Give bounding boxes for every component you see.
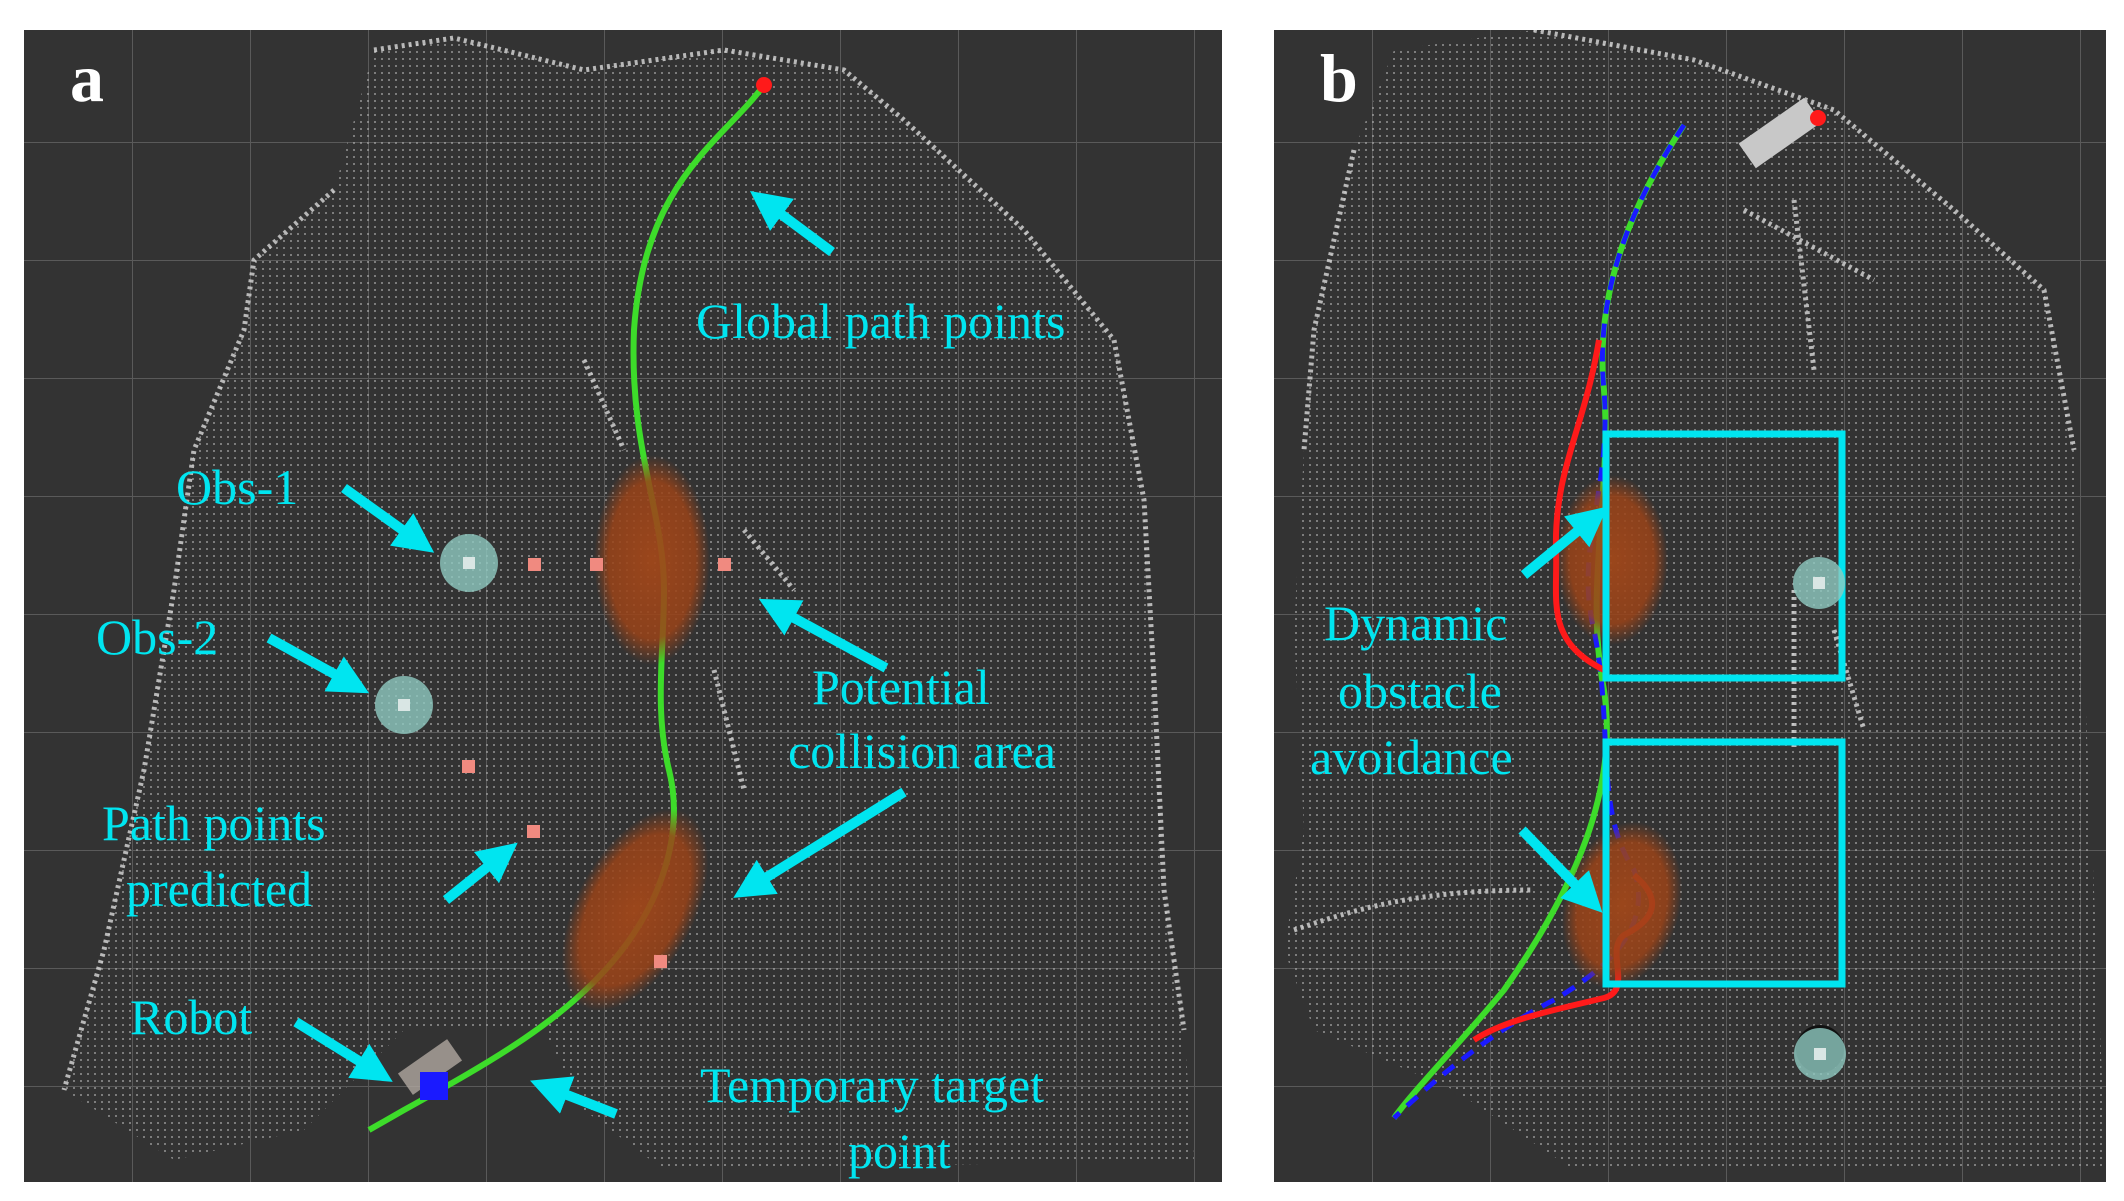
label-potential-collision-1: Potential xyxy=(812,659,990,715)
map-point-cloud xyxy=(1284,30,2106,1170)
obstacle-2 xyxy=(1794,1025,1846,1080)
label-obstacle: obstacle xyxy=(1338,663,1502,719)
panel-b: b Dynamic obstacle avoidance xyxy=(1274,30,2106,1182)
goal-point xyxy=(756,77,772,93)
panel-a-scene xyxy=(24,30,1222,1182)
label-path-points-predicted-2: predicted xyxy=(126,861,313,917)
global-path xyxy=(1391,123,1687,1120)
annotation-arrows xyxy=(266,191,907,1119)
obstacle-1 xyxy=(1793,557,1845,609)
panel-letter: a xyxy=(70,40,104,116)
robot xyxy=(1738,97,1826,169)
highlight-box-lower xyxy=(1602,738,1846,988)
label-potential-collision-2: collision area xyxy=(788,723,1056,779)
predicted-path-points xyxy=(462,558,731,968)
label-obs-2: Obs-2 xyxy=(96,609,219,665)
label-dynamic: Dynamic xyxy=(1324,595,1508,651)
goal-point xyxy=(1810,110,1826,126)
collision-area-lower xyxy=(552,805,718,1015)
label-temporary-target-2: point xyxy=(848,1123,951,1179)
label-path-points-predicted-1: Path points xyxy=(102,795,326,851)
label-avoidance: avoidance xyxy=(1310,729,1513,785)
highlight-box-upper xyxy=(1602,430,1846,682)
map-edges xyxy=(61,35,1187,1091)
label-robot: Robot xyxy=(130,989,253,1045)
label-obs-1: Obs-1 xyxy=(176,459,299,515)
annotation-arrows xyxy=(1518,506,1608,913)
label-global-path-points: Global path points xyxy=(696,293,1066,349)
executed-path xyxy=(1392,123,1687,1120)
panel-letter: b xyxy=(1320,40,1358,116)
collision-area-upper xyxy=(1556,475,1668,645)
collision-area-upper xyxy=(594,455,710,665)
map-edges xyxy=(1293,30,2077,933)
robot xyxy=(397,1039,463,1100)
collision-area-lower xyxy=(1557,820,1687,990)
obstacle-2 xyxy=(375,676,433,734)
obstacle-1 xyxy=(440,534,498,592)
label-temporary-target-1: Temporary target xyxy=(700,1057,1045,1113)
panel-b-scene xyxy=(1274,30,2106,1182)
panel-a: a Global path points Obs-1 Obs-2 Potenti… xyxy=(24,30,1222,1182)
